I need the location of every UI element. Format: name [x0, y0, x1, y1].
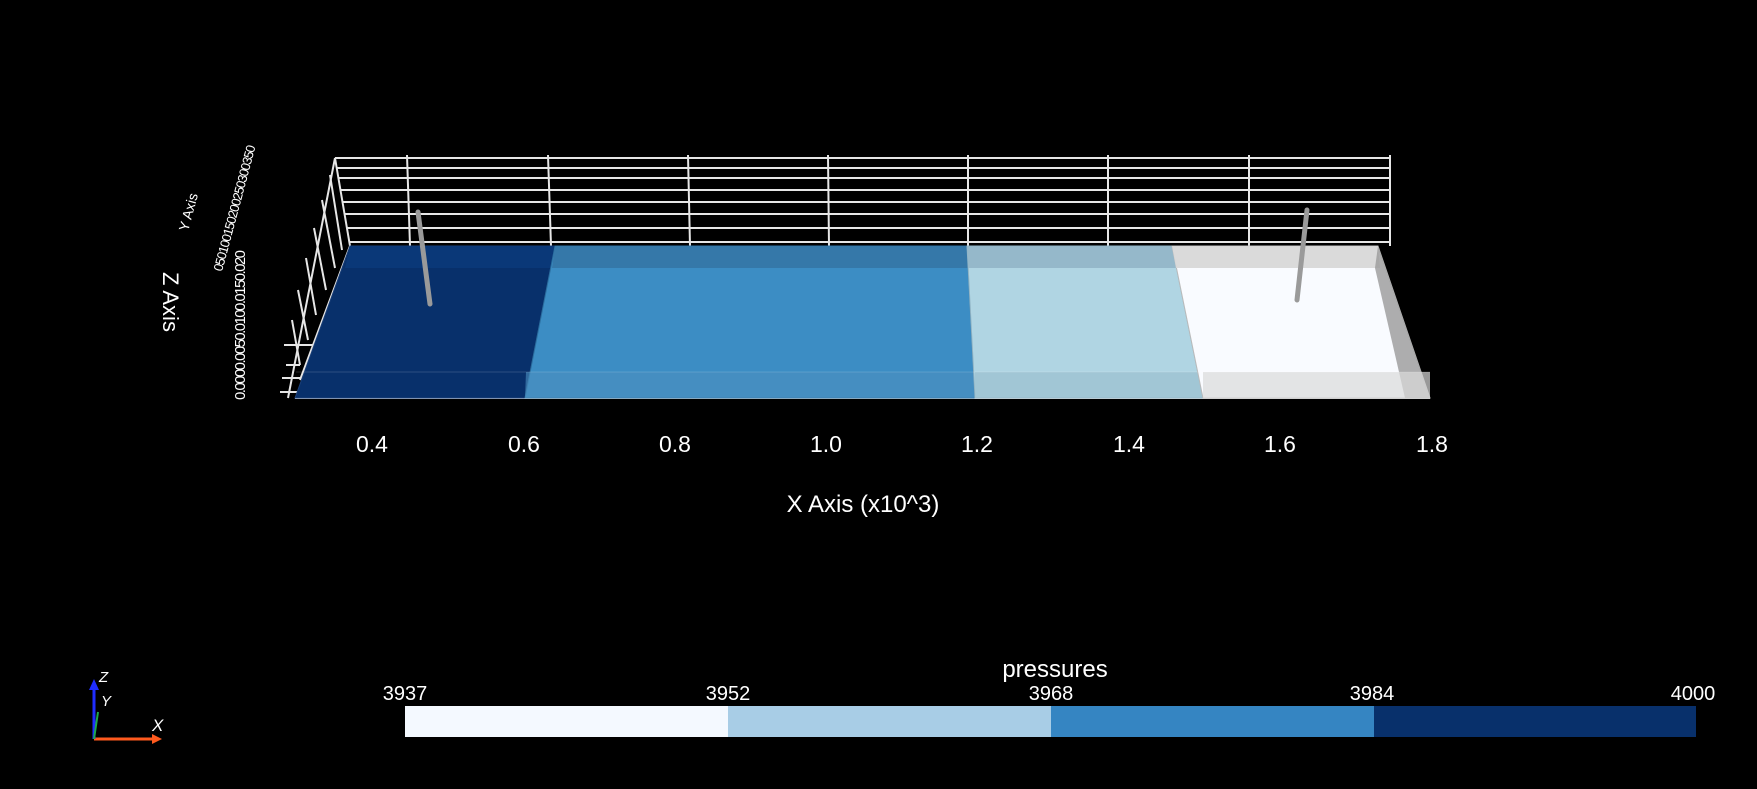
colorbar-tick: 3937: [383, 683, 428, 705]
x-tick: 1.2: [961, 431, 993, 457]
x-tick: 1.4: [1113, 431, 1145, 457]
colorbar-segment: [1374, 706, 1696, 737]
x-tick: 0.4: [356, 431, 388, 457]
well-1: [415, 209, 433, 307]
colorbar-tick: 3984: [1350, 683, 1395, 705]
x-axis-title: X Axis (x10^3): [787, 491, 940, 518]
colorbar-tick: 3968: [1029, 683, 1074, 705]
orientation-x-label: X: [151, 716, 164, 735]
z-axis-title: Z Axis: [158, 272, 183, 332]
wells: [415, 207, 1310, 307]
colorbar: pressures 3937 3952 3968 3984 4000: [383, 656, 1716, 737]
x-tick: 1.6: [1264, 431, 1296, 457]
x-tick: 0.6: [508, 431, 540, 457]
orientation-y-label: Y: [101, 693, 112, 710]
x-tick: 1.8: [1416, 431, 1448, 457]
x-tick: 1.0: [810, 431, 842, 457]
orientation-y-axis: [93, 711, 99, 740]
colorbar-segment: [728, 706, 1051, 737]
x-axis-ticks: 0.4 0.6 0.8 1.0 1.2 1.4 1.6 1.8: [356, 431, 1448, 457]
y-axis-title: Y Axis: [175, 191, 200, 232]
orientation-z-label: Z: [98, 669, 109, 686]
z-axis-ticks: 0.0000.0050.0100.0150.020: [232, 250, 249, 400]
colorbar-tick: 4000: [1671, 683, 1716, 705]
x-tick: 0.8: [659, 431, 691, 457]
colorbar-segment: [405, 706, 728, 737]
orientation-axes-widget[interactable]: X Y Z: [89, 669, 164, 744]
well-2: [1294, 207, 1310, 303]
colorbar-tick: 3952: [706, 683, 751, 705]
reservoir-blocks: [294, 245, 1431, 399]
colorbar-title: pressures: [1002, 656, 1107, 683]
colorbar-segment: [1051, 706, 1374, 737]
